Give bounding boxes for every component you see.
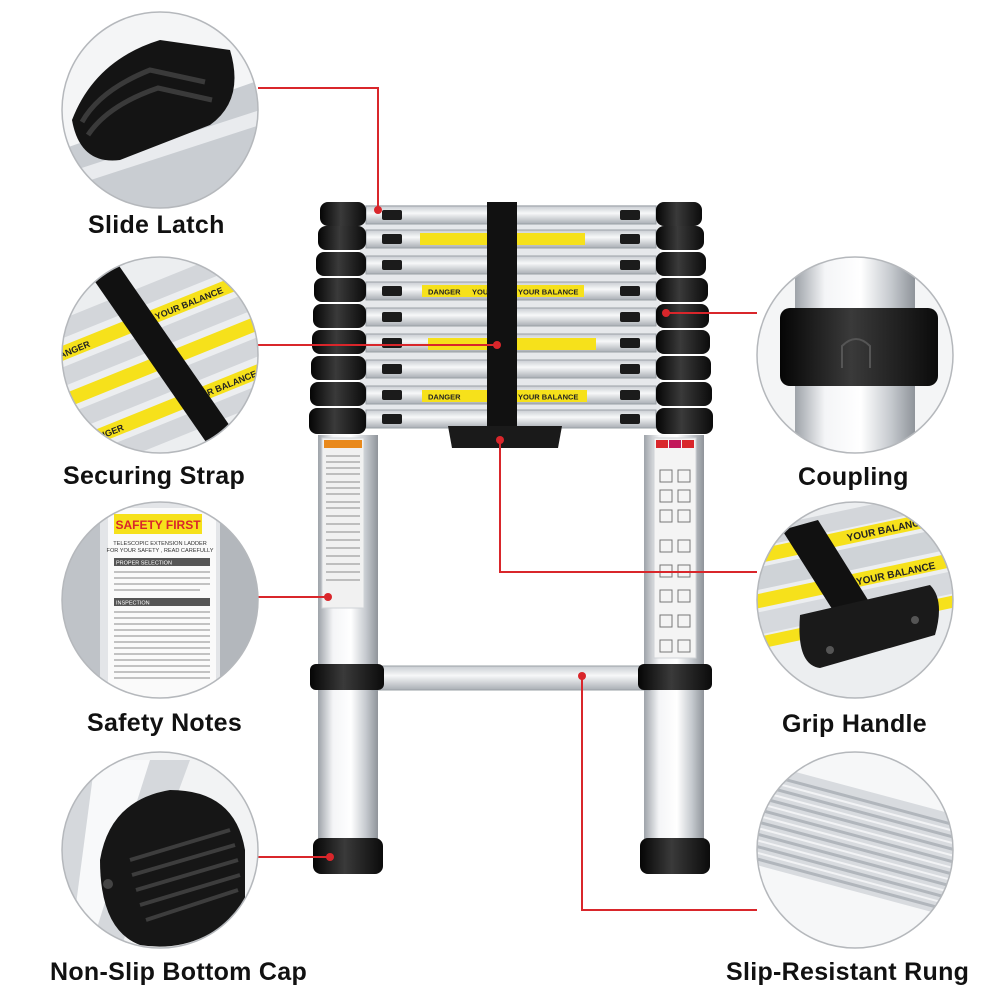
left-leg-sticker — [321, 437, 365, 609]
telescopic-ladder: DANGER YOUR BALANCE DANGER YOUR BALANCE — [309, 202, 713, 874]
callout-line-slip-resistant-rung — [581, 676, 757, 911]
handle-strap-part — [782, 520, 868, 612]
right-leg-lower — [644, 690, 704, 840]
right-bottom-coupling — [638, 664, 712, 690]
right-coupling-stack — [656, 202, 713, 434]
detail-coupling — [756, 256, 954, 454]
label-slip-resistant-rung: Slip-Resistant Rung — [726, 958, 970, 986]
label-safety-notes: Safety Notes — [87, 709, 243, 737]
detail-securing-strap: DANGER YOUR BALANCE DANGER YOUR BALANCE — [61, 256, 259, 454]
left-bottom-coupling — [310, 664, 384, 690]
detail-grip-handle: YOUR BALANCE YOUR BALANCE — [756, 501, 954, 699]
bottom-rung — [371, 665, 651, 691]
rung-sticker-danger: DANGER — [428, 288, 461, 297]
rung-sticker-text: YOUR BALANCE — [518, 393, 578, 402]
grip-handle-part — [799, 585, 939, 668]
detail-slide-latch — [61, 11, 259, 209]
rung-sticker-text: YOUR BALANCE — [518, 288, 578, 297]
label-grip-handle: Grip Handle — [782, 710, 927, 738]
svg-text:TELESCOPIC EXTENSION LADDER: TELESCOPIC EXTENSION LADDER — [113, 541, 207, 547]
strap-part — [80, 260, 250, 453]
detail-non-slip-cap — [61, 751, 259, 949]
coupling-part — [780, 308, 938, 386]
label-coupling: Coupling — [798, 463, 909, 491]
label-slide-latch: Slide Latch — [88, 211, 225, 239]
detail-safety-notes: SAFETY FIRST TELESCOPIC EXTENSION LADDER… — [61, 501, 259, 699]
callout-line-slide-latch — [258, 87, 379, 210]
safety-heading: SAFETY FIRST — [115, 518, 201, 532]
callout-dots — [324, 206, 670, 861]
detail-slip-resistant-rung — [756, 751, 954, 949]
strap-overlay-text: YOU — [472, 288, 488, 297]
left-coupling-stack — [309, 202, 366, 434]
svg-text:INSPECTION: INSPECTION — [116, 601, 150, 607]
bottom-cap-part — [100, 790, 245, 947]
right-leg-sticker — [653, 437, 697, 659]
svg-text:PROPER SELECTION: PROPER SELECTION — [116, 561, 172, 567]
left-foot-cap — [313, 838, 383, 874]
right-foot-cap — [640, 838, 710, 874]
grip-handle — [448, 426, 562, 448]
label-non-slip-bottom-cap: Non-Slip Bottom Cap — [50, 958, 308, 986]
rung-sticker-danger: DANGER — [428, 393, 461, 402]
slide-latch-part — [72, 40, 235, 161]
left-leg-lower — [318, 690, 378, 840]
svg-text:FOR YOUR SAFETY , READ CAREFUL: FOR YOUR SAFETY , READ CAREFULLY — [107, 548, 214, 554]
label-securing-strap: Securing Strap — [63, 462, 246, 490]
callout-lines — [258, 87, 757, 911]
callout-line-grip-handle — [499, 440, 757, 573]
securing-strap — [487, 202, 517, 434]
